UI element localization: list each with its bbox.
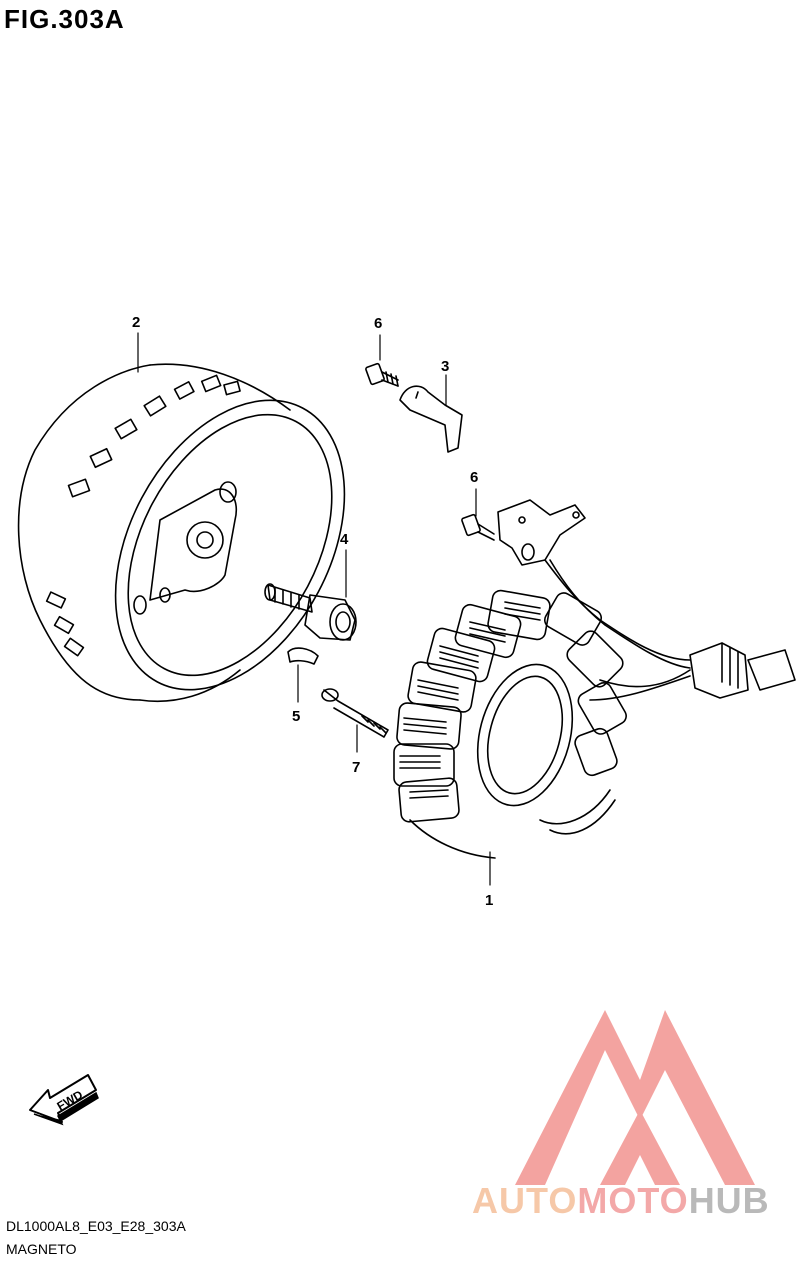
connector[interactable] xyxy=(689,642,796,699)
sensor-bracket[interactable] xyxy=(399,385,463,453)
flywheel-rotor[interactable] xyxy=(17,361,391,729)
stator-bolt[interactable] xyxy=(321,688,389,738)
callout-3: 3 xyxy=(441,358,449,375)
bracket-screw[interactable] xyxy=(365,362,399,387)
callout-6-lower: 6 xyxy=(470,469,478,486)
figure-caption: MAGNETO xyxy=(6,1241,77,1257)
watermark-text: AUTOMOTOHUB xyxy=(472,1180,770,1221)
forward-arrow-icon: FWD xyxy=(29,1074,99,1126)
callout-4: 4 xyxy=(340,531,349,548)
automotohub-logo-icon xyxy=(515,1010,755,1185)
callout-5: 5 xyxy=(292,708,300,725)
callout-2: 2 xyxy=(132,314,140,331)
woodruff-key[interactable] xyxy=(287,647,319,665)
rotor-bolt[interactable] xyxy=(264,583,357,641)
callout-1: 1 xyxy=(485,892,493,909)
stator-coil[interactable] xyxy=(393,589,629,859)
sensor-screw[interactable] xyxy=(461,513,495,541)
pickup-sensor[interactable] xyxy=(497,499,586,566)
callout-7: 7 xyxy=(352,759,360,776)
model-code: DL1000AL8_E03_E28_303A xyxy=(6,1218,186,1234)
callout-6-upper: 6 xyxy=(374,315,382,332)
figure-title: FIG.303A xyxy=(4,4,125,34)
wiring-harness xyxy=(539,559,691,835)
